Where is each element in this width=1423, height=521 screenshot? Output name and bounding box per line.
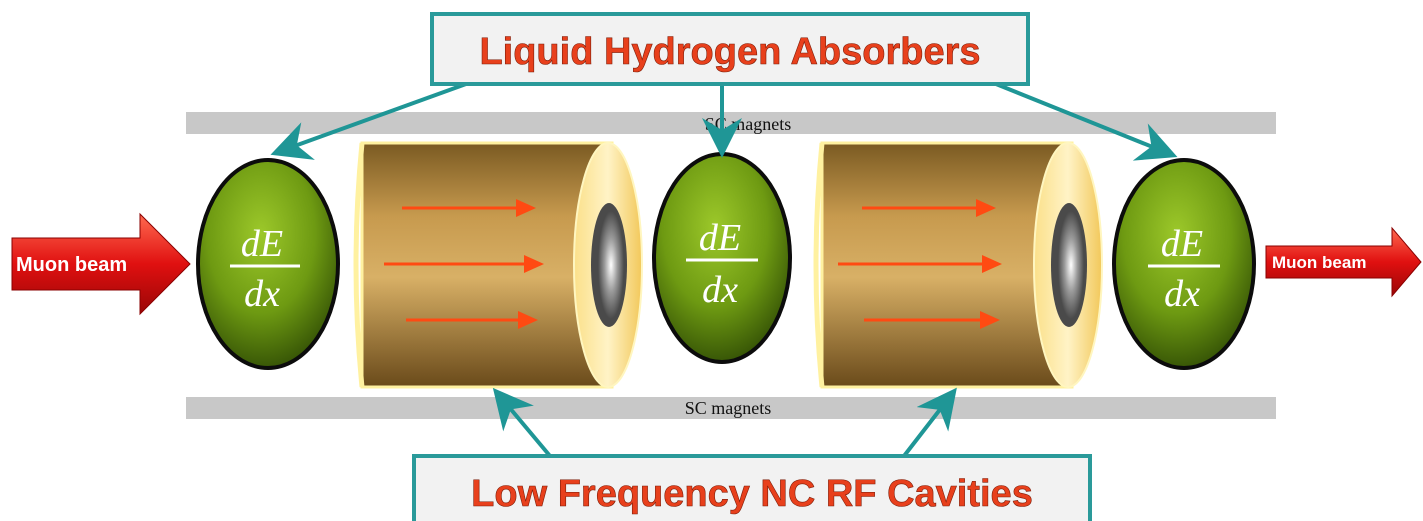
magnet-label-bottom: SC magnets bbox=[685, 398, 772, 418]
absorbers-callout-text: Liquid Hydrogen Absorbers bbox=[479, 31, 980, 73]
rf-field-arrows-1 bbox=[384, 199, 544, 329]
muon-beam-out-label: Muon beam bbox=[1272, 253, 1366, 272]
rf-cavity-1 bbox=[353, 141, 643, 389]
muon-beam-in-arrow: Muon beam bbox=[11, 212, 191, 316]
rf-cavity-2 bbox=[813, 141, 1103, 389]
absorber-2: dE dx bbox=[652, 152, 792, 364]
cavities-callout: Low Frequency NC RF Cavities bbox=[412, 454, 1092, 521]
absorber-3-numerator: dE bbox=[1161, 223, 1203, 265]
absorbers-callout: Liquid Hydrogen Absorbers bbox=[430, 12, 1030, 86]
absorber-pointer-arrows bbox=[270, 82, 1178, 161]
absorber-3-denominator: dx bbox=[1164, 273, 1200, 315]
absorber-2-denominator: dx bbox=[702, 269, 738, 311]
cavities-callout-text: Low Frequency NC RF Cavities bbox=[471, 473, 1033, 515]
muon-beam-in-label: Muon beam bbox=[16, 254, 127, 276]
muon-beam-out-arrow: Muon beam bbox=[1265, 226, 1422, 298]
absorber-1: dE dx bbox=[196, 158, 340, 370]
absorber-1-denominator: dx bbox=[244, 273, 280, 315]
magnet-label-top: SC magnets bbox=[705, 114, 792, 134]
absorber-3: dE dx bbox=[1112, 158, 1256, 370]
pointer-to-absorber-1 bbox=[270, 82, 467, 160]
magnet-bar-bottom bbox=[186, 397, 1276, 419]
cavity-pointer-arrows bbox=[492, 387, 957, 458]
absorber-1-numerator: dE bbox=[241, 223, 283, 265]
pointer-to-absorber-3 bbox=[995, 82, 1178, 161]
rf-field-arrows-2 bbox=[838, 199, 1002, 329]
pointer-to-cavity-1 bbox=[492, 387, 552, 458]
pointer-to-cavity-2 bbox=[902, 387, 957, 458]
absorber-2-numerator: dE bbox=[699, 217, 741, 259]
